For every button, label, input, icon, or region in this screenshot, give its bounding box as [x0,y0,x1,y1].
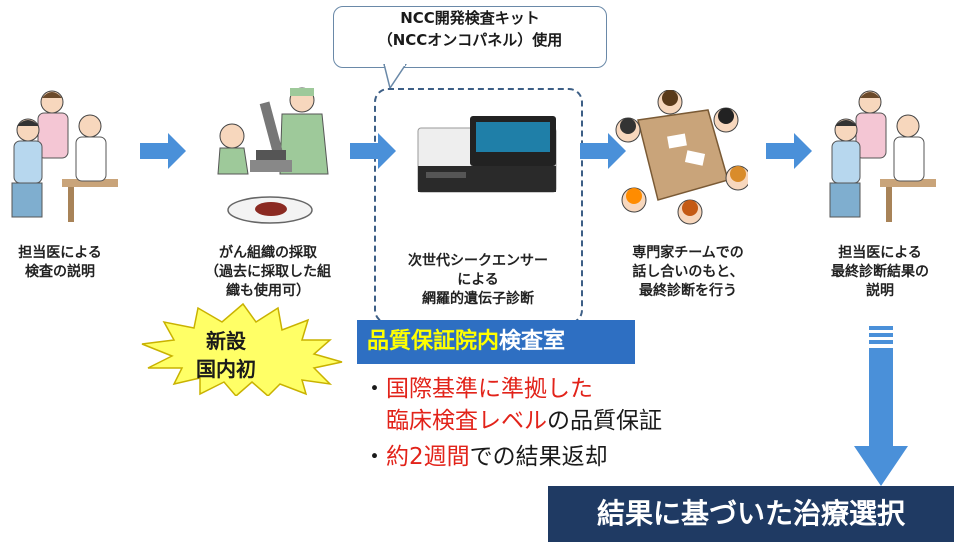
flow-arrow-1 [140,133,186,169]
doctor-nurse-icon [829,90,936,222]
step-3-label: 次世代シークエンサー による 網羅的遺伝子診断 [408,253,548,307]
callout-pointer [383,64,407,90]
flow-arrow-3 [580,133,626,169]
kit-callout-line1: NCC開発検査キット [400,9,540,27]
burst-line1: 新設 [206,329,246,353]
tissue-sample-icon [227,196,313,224]
step-2-label: がん組織の採取 （過去に採取した組 織も使用可） [205,245,331,299]
down-arrow [854,326,908,486]
step-1-label: 担当医による 検査の説明 [18,245,102,280]
quality-lab-label: 品質保証院内検査室 [357,320,635,364]
burst-line2: 国内初 [196,357,256,381]
doctor-nurse-icon [11,90,118,222]
microscope-icon [217,87,329,175]
quality-lab-part1: 品質保証院内 [367,329,500,354]
flow-arrow-2 [350,133,396,169]
new-first-starburst [141,302,343,396]
step-5-label: 担当医による 最終診断結果の 説明 [831,245,929,299]
kit-callout-line2: （NCCオンコパネル）使用 [377,31,563,49]
quality-lab-part2: 検査室 [499,329,566,354]
kit-callout: NCC開発検査キット （NCCオンコパネル）使用 [333,6,607,68]
bullet-1: ・国際基準に準拠した [363,376,593,402]
sequencer-machine-icon [417,116,557,193]
bullet-2: ・約2週間での結果返却 [363,444,608,470]
expert-meeting-icon [615,90,748,225]
bullet-1-cont: 臨床検査レベルの品質保証 [386,408,662,434]
flow-arrow-4 [766,133,812,169]
burst-text: 新設 国内初 [180,327,272,383]
step-4-label: 専門家チームでの 話し合いのもと、 最終診断を行う [632,245,744,299]
result-banner: 結果に基づいた治療選択 [548,486,954,542]
